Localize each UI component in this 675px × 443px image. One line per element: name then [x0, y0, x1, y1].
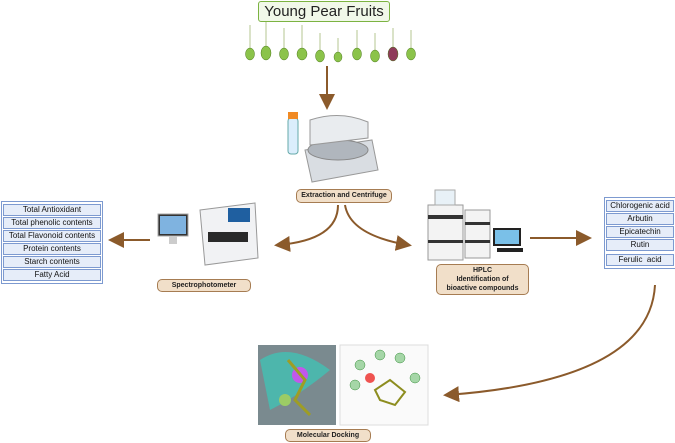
- young-pear-fruits-title: Young Pear Fruits: [258, 1, 390, 22]
- hplc-image: [427, 189, 523, 261]
- list-item: Rutin: [606, 239, 674, 251]
- list-item: Epicatechin: [606, 226, 674, 238]
- list-item: Fatty Acid: [3, 269, 101, 281]
- list-item: Total Flavonoid contents: [3, 230, 101, 242]
- hplc-label-line3: bioactive compounds: [446, 285, 519, 292]
- hplc-label-line2: Identification of: [456, 276, 509, 283]
- list-item: Ferulic acid: [606, 254, 674, 266]
- list-item: Total phenolic contents: [3, 217, 101, 229]
- hplc-label: HPLC Identification of bioactive compoun…: [436, 264, 529, 295]
- list-item: Total Antioxidant: [3, 204, 101, 216]
- hplc-results-list: Chlorogenic acid Arbutin Epicatechin Rut…: [604, 197, 675, 269]
- spectrophotometer-image: [157, 202, 259, 266]
- list-item: Starch contents: [3, 256, 101, 268]
- molecular-docking-label: Molecular Docking: [285, 429, 371, 442]
- pear-fruits-image: [245, 22, 416, 63]
- list-item: Chlorogenic acid: [606, 200, 674, 212]
- list-item: Protein contents: [3, 243, 101, 255]
- list-item: Arbutin: [606, 213, 674, 225]
- hplc-label-line1: HPLC: [472, 267, 493, 274]
- spectrophotometer-label: Spectrophotometer: [157, 279, 251, 292]
- extraction-centrifuge-label: Extraction and Centrifuge: [296, 189, 392, 203]
- centrifuge-image: [287, 112, 379, 183]
- molecular-docking-image: [258, 344, 429, 426]
- spectrophotometer-results-list: Total Antioxidant Total phenolic content…: [1, 201, 103, 284]
